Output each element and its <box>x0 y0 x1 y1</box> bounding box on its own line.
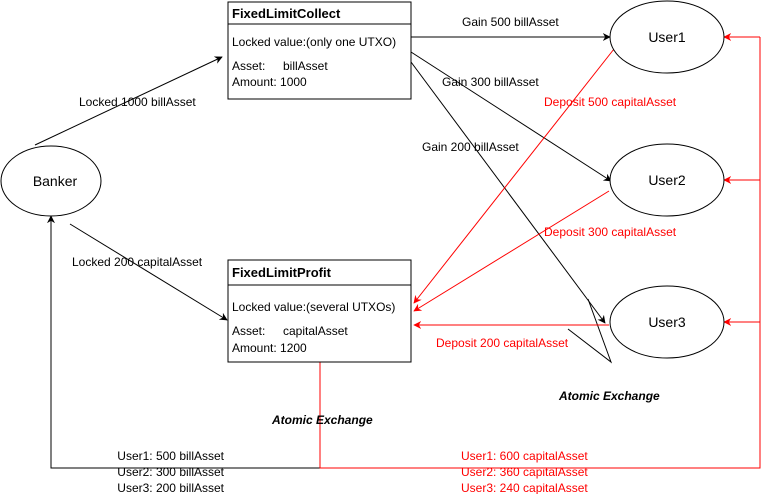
capital-list-item: User3: 240 capitalAsset <box>461 481 588 494</box>
label-atomic-exchange-left: Atomic Exchange <box>271 413 373 427</box>
bill-list-item: User3: 200 billAsset <box>117 481 224 494</box>
node-banker-label: Banker <box>33 173 78 189</box>
edge-collect-to-user2 <box>410 51 612 182</box>
label-deposit-user3: Deposit 200 capitalAsset <box>436 336 569 350</box>
edge-user2-deposit <box>413 190 610 312</box>
node-user2[interactable]: User2 <box>609 143 725 217</box>
node-user1-label: User1 <box>648 29 686 45</box>
edge-user1-deposit <box>413 48 615 304</box>
profit-locked-value: Locked value:(several UTXOs) <box>232 300 395 314</box>
label-deposit-user1: Deposit 500 capitalAsset <box>544 95 677 109</box>
bill-list-item: User1: 500 billAsset <box>117 449 224 463</box>
node-user3[interactable]: User3 <box>609 285 725 359</box>
edge-collect-to-user3 <box>410 61 606 324</box>
label-banker-profit: Locked 200 capitalAsset <box>72 255 203 269</box>
node-user1[interactable]: User1 <box>609 0 725 74</box>
collect-amount: Amount: 1000 <box>232 75 307 89</box>
node-user3-label: User3 <box>648 314 686 330</box>
node-user2-label: User2 <box>648 172 686 188</box>
profit-asset-label: Asset: <box>232 324 265 338</box>
profit-asset-value: capitalAsset <box>283 324 348 338</box>
label-gain-user1: Gain 500 billAsset <box>462 15 559 29</box>
box-fixed-limit-collect[interactable]: FixedLimitCollect Locked value:(only one… <box>227 1 412 100</box>
label-atomic-exchange-right: Atomic Exchange <box>558 389 660 403</box>
collect-title: FixedLimitCollect <box>232 6 341 21</box>
label-deposit-user2: Deposit 300 capitalAsset <box>544 225 677 239</box>
edge-profit-payout-bus <box>319 37 761 469</box>
label-gain-user2: Gain 300 billAsset <box>442 75 539 89</box>
label-gain-user3: Gain 200 billAsset <box>422 140 519 154</box>
edge-billasset-return-to-banker <box>47 215 320 469</box>
collect-locked-value: Locked value:(only one UTXO) <box>232 35 396 49</box>
capital-list-item: User1: 600 capitalAsset <box>461 449 588 463</box>
edge-banker-to-profit <box>69 223 228 321</box>
bill-list-item: User2: 300 billAsset <box>117 465 224 479</box>
label-banker-collect: Locked 1000 billAsset <box>79 95 196 109</box>
collect-asset-label: Asset: <box>232 59 265 73</box>
atomic-exchange-bracket <box>567 298 613 364</box>
profit-title: FixedLimitProfit <box>232 265 332 280</box>
capital-list-item: User2: 360 capitalAsset <box>461 465 588 479</box>
box-fixed-limit-profit[interactable]: FixedLimitProfit Locked value:(several U… <box>227 259 412 363</box>
profit-amount: Amount: 1200 <box>232 341 307 355</box>
edge-banker-to-collect <box>34 56 223 146</box>
node-banker[interactable]: Banker <box>0 145 102 217</box>
collect-asset-value: billAsset <box>283 59 328 73</box>
